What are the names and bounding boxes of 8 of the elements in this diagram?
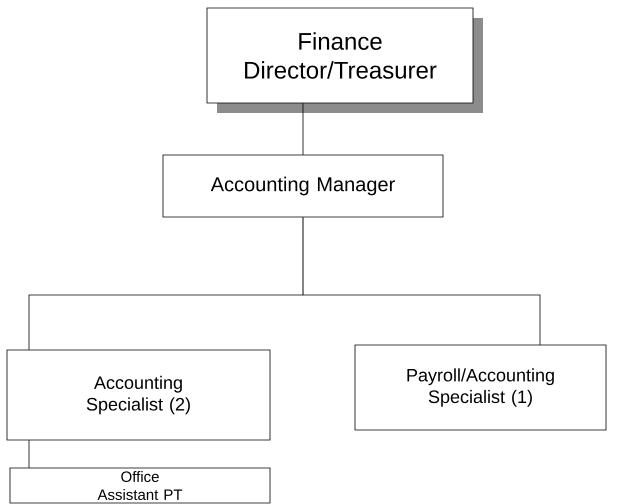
org-box: Finance Director/Treasurer <box>206 8 483 113</box>
org-box: Accounting Manager <box>162 154 444 218</box>
org-box: Payroll/Accounting Specialist (1) <box>354 344 606 430</box>
connector-line <box>28 440 30 468</box>
connector-line <box>302 217 540 345</box>
connector-line <box>302 103 304 155</box>
org-box: Office Assistant PT <box>10 468 270 504</box>
org-box: Accounting Specialist (2) <box>6 350 270 440</box>
